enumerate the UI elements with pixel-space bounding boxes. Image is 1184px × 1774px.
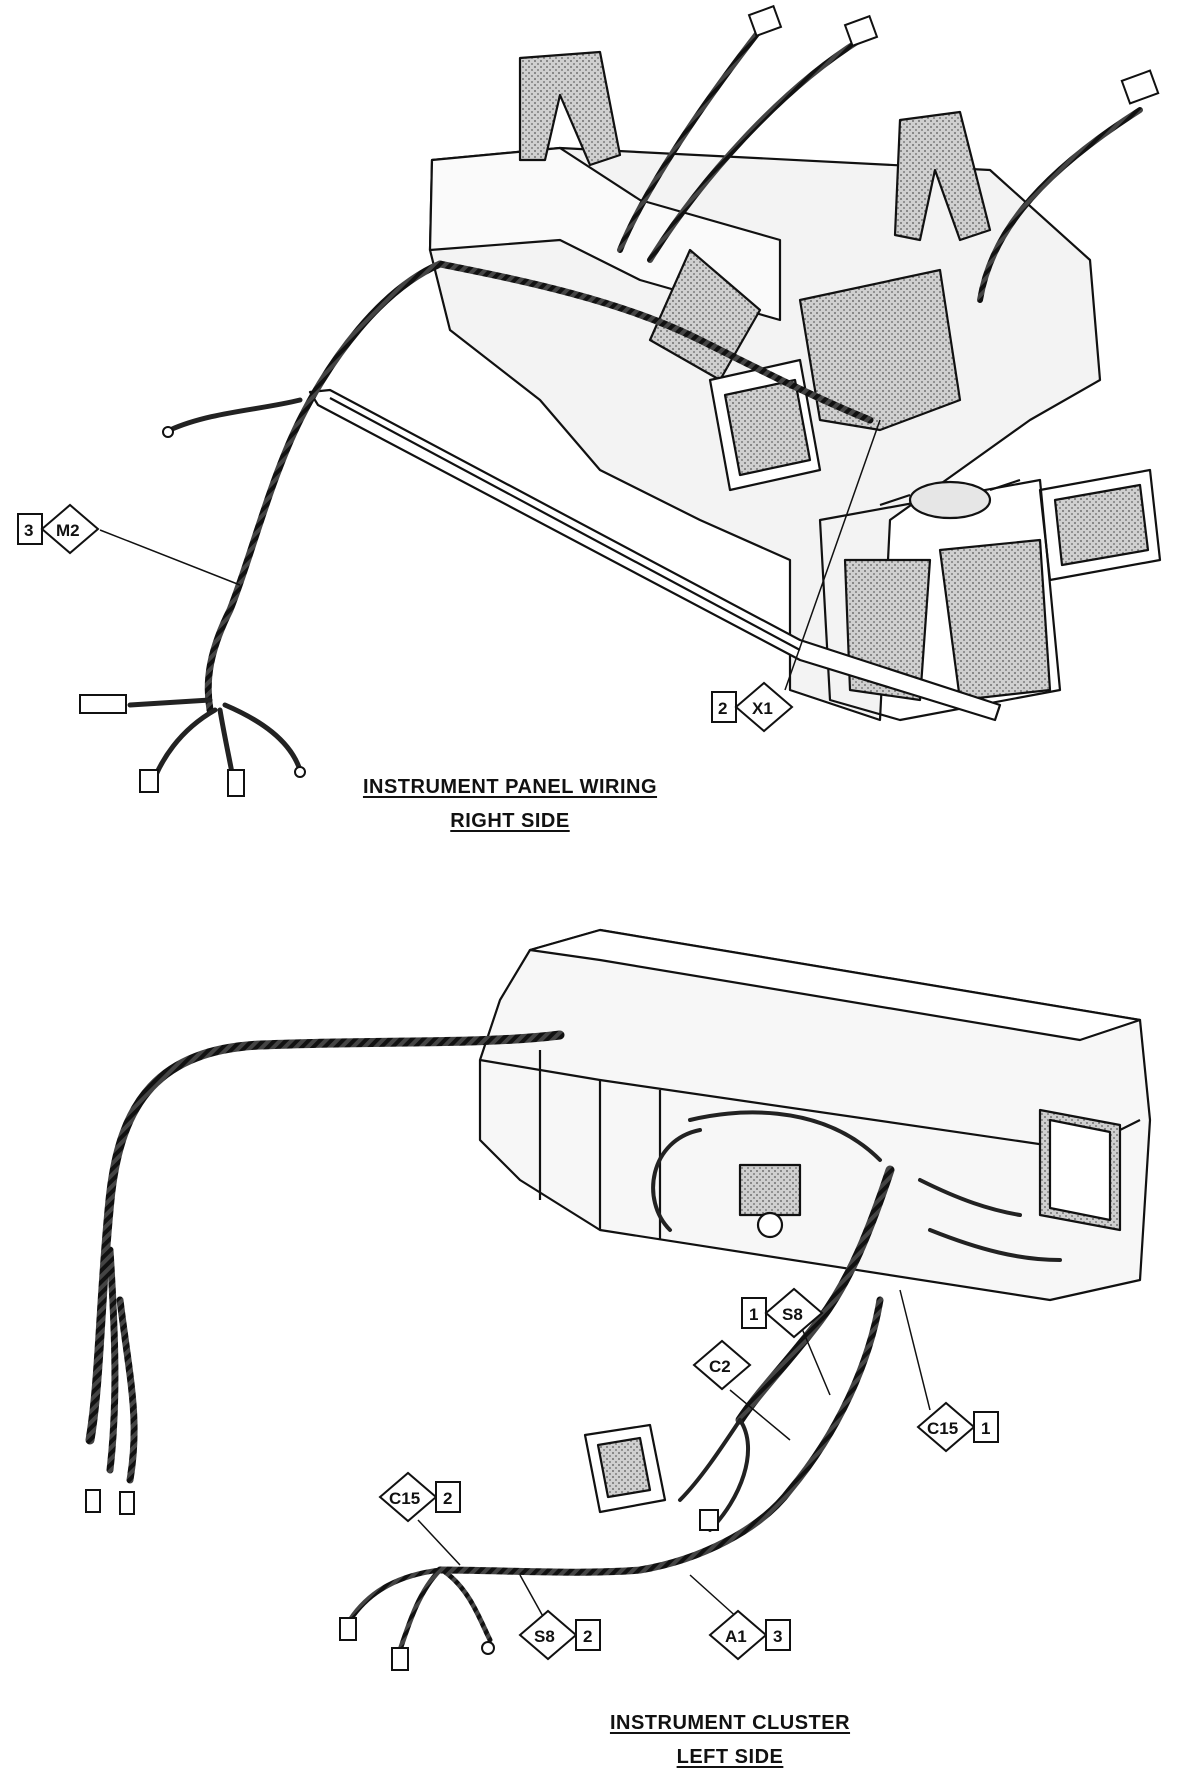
callout-code: C15 <box>927 1419 958 1438</box>
connector-icon <box>339 1617 357 1641</box>
cluster-top <box>528 928 1142 1042</box>
callout-c2: C2 <box>692 1339 752 1391</box>
connector-icon <box>85 1489 101 1513</box>
top-leader-lines <box>99 419 881 691</box>
instrument-cluster-illustration <box>478 928 1152 1514</box>
terminal-eye-icon <box>481 1641 495 1655</box>
callout-s8-2: S8 2 <box>518 1609 601 1661</box>
callout-a1-3: A1 3 <box>708 1609 791 1661</box>
right-side-connectors <box>79 4 1160 797</box>
harness-long-branch <box>85 1030 565 1445</box>
caption-subtitle: RIGHT SIDE <box>450 810 570 832</box>
caption-title: INSTRUMENT PANEL WIRING <box>362 776 658 798</box>
callout-3-m2: 3 M2 <box>17 503 100 555</box>
callout-code: C2 <box>709 1357 731 1376</box>
caption-subtitle: LEFT SIDE <box>676 1746 784 1768</box>
bracket-right <box>893 110 992 242</box>
connector-icon <box>747 4 783 38</box>
cluster-gauge-socket <box>738 1163 802 1217</box>
caption-right-side: INSTRUMENT PANEL WIRING RIGHT SIDE <box>300 770 720 838</box>
callout-code: A1 <box>725 1627 747 1646</box>
callout-number: 3 <box>24 521 33 540</box>
callout-c15-1: C15 1 <box>916 1401 999 1453</box>
terminal-eye-icon <box>294 766 306 778</box>
terminal-eye-icon <box>162 426 174 438</box>
callout-code: S8 <box>782 1305 803 1324</box>
callout-code: C15 <box>389 1489 420 1508</box>
harness-main-trunk <box>735 1165 895 1425</box>
callout-code: M2 <box>56 521 80 540</box>
duct-shade-2 <box>798 268 962 432</box>
harness-trunk <box>204 260 444 714</box>
left-side-connectors <box>85 1489 719 1671</box>
callout-2-x1: 2 X1 <box>711 681 794 733</box>
callout-code: X1 <box>752 699 773 718</box>
caption-left-side: INSTRUMENT CLUSTER LEFT SIDE <box>520 1706 940 1774</box>
callout-number: 2 <box>718 699 727 718</box>
connector-icon <box>843 14 879 48</box>
connector-icon <box>227 769 245 797</box>
bracket-left <box>518 50 622 167</box>
connector-icon <box>1120 69 1160 105</box>
connector-icon <box>139 769 159 793</box>
blower-motor <box>908 480 992 520</box>
callout-number: 2 <box>443 1489 452 1508</box>
connector-icon <box>699 1509 719 1531</box>
connector-icon <box>119 1491 135 1515</box>
callout-1-s8: 1 S8 <box>741 1287 824 1339</box>
instrument-panel-illustration <box>308 50 1162 722</box>
callout-number: 3 <box>773 1627 782 1646</box>
panel-rail <box>308 388 1002 722</box>
callout-number: 1 <box>749 1305 758 1324</box>
connector-icon <box>79 694 127 714</box>
callout-c15-2: C15 2 <box>378 1471 461 1523</box>
cluster-knob-icon <box>756 1211 784 1239</box>
connector-icon <box>391 1647 409 1671</box>
duct-shade-3 <box>938 538 1052 702</box>
right-side-harness <box>127 27 1143 793</box>
callout-code: S8 <box>534 1627 555 1646</box>
caption-title: INSTRUMENT CLUSTER <box>609 1712 851 1734</box>
callout-number: 2 <box>583 1627 592 1646</box>
callout-number: 1 <box>981 1419 990 1438</box>
left-side-harness <box>85 1030 1062 1653</box>
